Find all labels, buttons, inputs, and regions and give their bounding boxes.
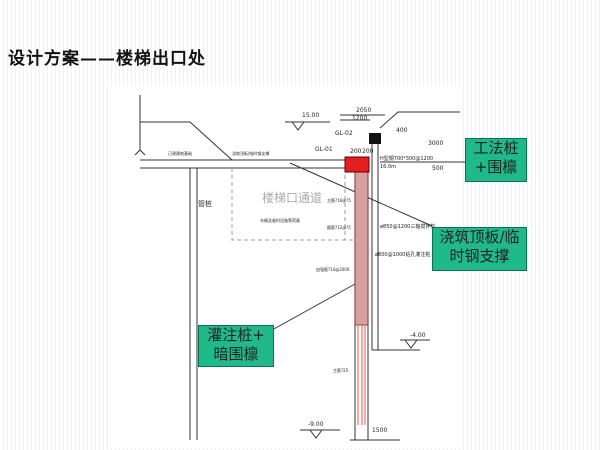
elev-marker-mid: [400, 339, 430, 349]
label-gl01: GL-01: [315, 146, 333, 153]
dim-500: 500: [432, 165, 444, 172]
leader-pile: [271, 283, 356, 331]
label-rebar1: 主筋?16@?5: [327, 197, 351, 203]
elev-bot: -9.00: [308, 421, 324, 428]
label-passage: 楼梯口通道: [262, 190, 322, 205]
dim-400: 400: [396, 127, 408, 134]
label-rebar4: 主筋?25: [333, 367, 349, 373]
dim-3000: 3000: [428, 140, 443, 147]
elev-top: 15.00: [302, 112, 319, 119]
label-slab: 浇筑顶板/临时钢支撑: [232, 150, 269, 156]
label-gl02: GL-02: [335, 130, 353, 137]
hbeam-wall: [371, 138, 420, 351]
ground-line-right: [379, 111, 460, 129]
dim-200a: 200: [350, 148, 362, 155]
dim-lines: [340, 114, 385, 121]
crown-beam: [344, 156, 370, 173]
label-pile1: ø850@1200三轴搅拌桩: [380, 223, 435, 230]
label-pile2: ø800@1000钻孔灌注桩: [375, 251, 430, 258]
pile-reinforcement: [354, 171, 369, 425]
dim-2050: 2050: [356, 107, 371, 114]
callout-slab-support: 浇筑顶板/临 时钢支撑: [432, 227, 527, 271]
label-hbeam: H型钢700*300@1200: [380, 155, 433, 162]
left-boundary: [134, 95, 146, 156]
pipe-pile: [189, 168, 198, 440]
dim-200b: 200: [362, 148, 374, 155]
callout-bored-pile: 灌注桩+ 暗围檩: [198, 325, 274, 367]
elev-marker-bot: [300, 429, 340, 439]
label-pipe-pile: 管桩: [198, 199, 212, 208]
gl02-beam: [369, 133, 381, 144]
elev-marker-top: [291, 121, 305, 131]
drawing-area: [110, 86, 462, 448]
label-hbeam-len: 16.0m: [380, 164, 396, 170]
label-rebar3: 加强筋?14@2000: [316, 266, 350, 272]
dim-1200: 1200: [352, 115, 367, 122]
top-slab: [140, 159, 345, 169]
elev-mid: -4.00: [410, 332, 426, 339]
dim-1500: 1500: [372, 427, 387, 434]
label-load: 车辆及临时设施等荷载: [260, 217, 300, 223]
callout-smw-pile: 工法桩 +围檩: [465, 138, 527, 182]
label-existing: 已建建筑基础: [168, 150, 192, 156]
passage-outline: [231, 168, 355, 241]
slide-title: 设计方案——楼梯出口处: [8, 49, 206, 69]
slope-line: [140, 121, 233, 161]
label-rebar2: 箍筋?12@?5: [327, 224, 351, 230]
